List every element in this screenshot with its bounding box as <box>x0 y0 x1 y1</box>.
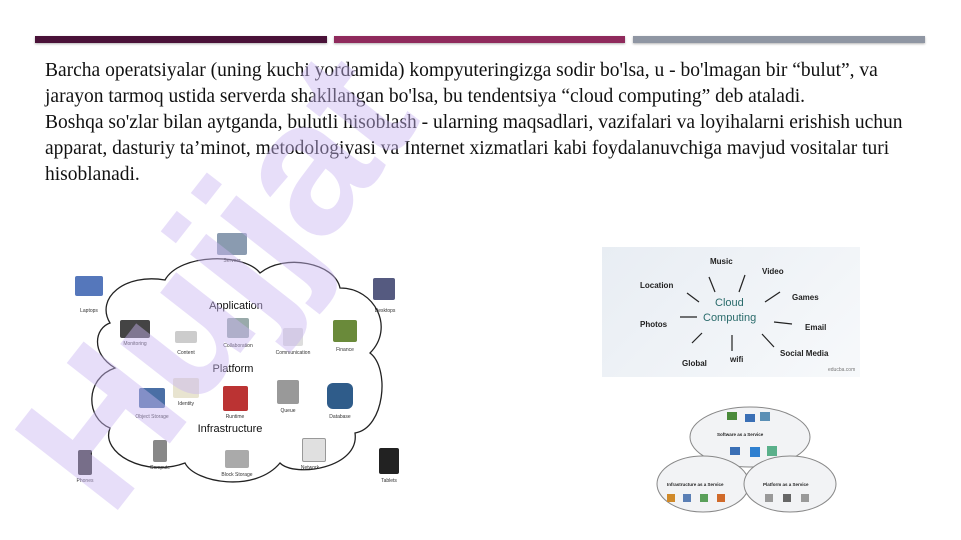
label-tablets: Tablets <box>381 478 397 484</box>
image-credit: educba.com <box>828 367 856 373</box>
label-runtime: Runtime <box>225 414 245 420</box>
paragraph-1: Barcha operatsiyalar (uning kuchi yordam… <box>45 60 878 107</box>
service-models-clouds: Software as a Service Infrastructure as … <box>655 402 840 517</box>
label-desktops: Desktops <box>374 308 396 314</box>
clouds-icon <box>656 406 837 513</box>
compute-icon <box>153 440 167 462</box>
label-network: Network <box>300 465 320 471</box>
cloud-architecture-diagram: Servers Laptops Desktops Phones Tablets … <box>65 228 410 493</box>
header-bar-2 <box>334 36 625 43</box>
label-communication: Communication <box>275 350 311 356</box>
block-storage-icon <box>225 450 249 468</box>
label-saas: Software as a Service <box>717 432 764 437</box>
item-email: Email <box>805 323 827 332</box>
item-music: Music <box>710 257 733 266</box>
center-label-cloud: Cloud <box>715 297 744 309</box>
label-content: Content <box>177 350 195 356</box>
header-bar-1 <box>35 36 327 43</box>
label-block-storage: Block Storage <box>221 472 253 478</box>
label-queue: Queue <box>280 408 296 414</box>
layer-infrastructure: Infrastructure <box>197 423 263 435</box>
label-finance: Finance <box>336 347 354 353</box>
item-location: Location <box>640 281 674 290</box>
phone-icon <box>78 450 92 475</box>
layer-application: Application <box>209 300 263 312</box>
label-servers: Servers <box>223 258 241 264</box>
desktop-icon <box>373 278 395 300</box>
content-icon <box>175 331 197 343</box>
label-compute: Compute <box>149 465 171 471</box>
label-phones: Phones <box>76 478 94 484</box>
header-bar-3 <box>633 36 925 43</box>
collaboration-icon <box>227 318 249 338</box>
runtime-icon <box>223 386 248 411</box>
label-collaboration: Collaboration <box>223 343 253 349</box>
label-object-storage: Object Storage <box>135 414 169 420</box>
servers-icon <box>217 233 247 255</box>
identity-icon <box>173 378 199 398</box>
slide-body-text: Barcha operatsiyalar (uning kuchi yordam… <box>45 58 935 188</box>
label-database: Database <box>329 414 351 420</box>
queue-icon <box>277 380 299 404</box>
item-photos: Photos <box>640 320 668 329</box>
database-icon <box>327 383 353 409</box>
tablet-icon <box>379 448 399 474</box>
label-identity: Identity <box>177 401 195 407</box>
cloud-computing-uses-diagram: Cloud Computing Music Video Location Gam… <box>602 247 860 377</box>
label-paas: Platform as a Service <box>763 482 809 487</box>
cloud-outline-icon <box>91 258 383 483</box>
item-wifi: wifi <box>730 355 744 364</box>
item-games: Games <box>792 293 819 302</box>
object-storage-icon <box>139 388 165 408</box>
item-video: Video <box>762 267 784 276</box>
label-monitoring: Monitoring <box>123 341 147 347</box>
layer-platform: Platform <box>212 363 254 375</box>
label-laptops: Laptops <box>80 308 98 314</box>
laptop-icon <box>75 276 103 296</box>
item-global: Global <box>682 359 707 368</box>
arrows-icon <box>680 274 793 351</box>
label-iaas: Infrastructure as a Service <box>667 482 724 487</box>
network-icon <box>302 438 326 462</box>
paragraph-2: Boshqa so'zlar bilan aytganda, bulutli h… <box>45 112 903 185</box>
item-social-media: Social Media <box>780 349 829 358</box>
finance-icon <box>333 320 357 342</box>
communication-icon <box>283 328 303 346</box>
center-label-computing: Computing <box>703 312 757 324</box>
monitoring-icon <box>120 320 150 338</box>
